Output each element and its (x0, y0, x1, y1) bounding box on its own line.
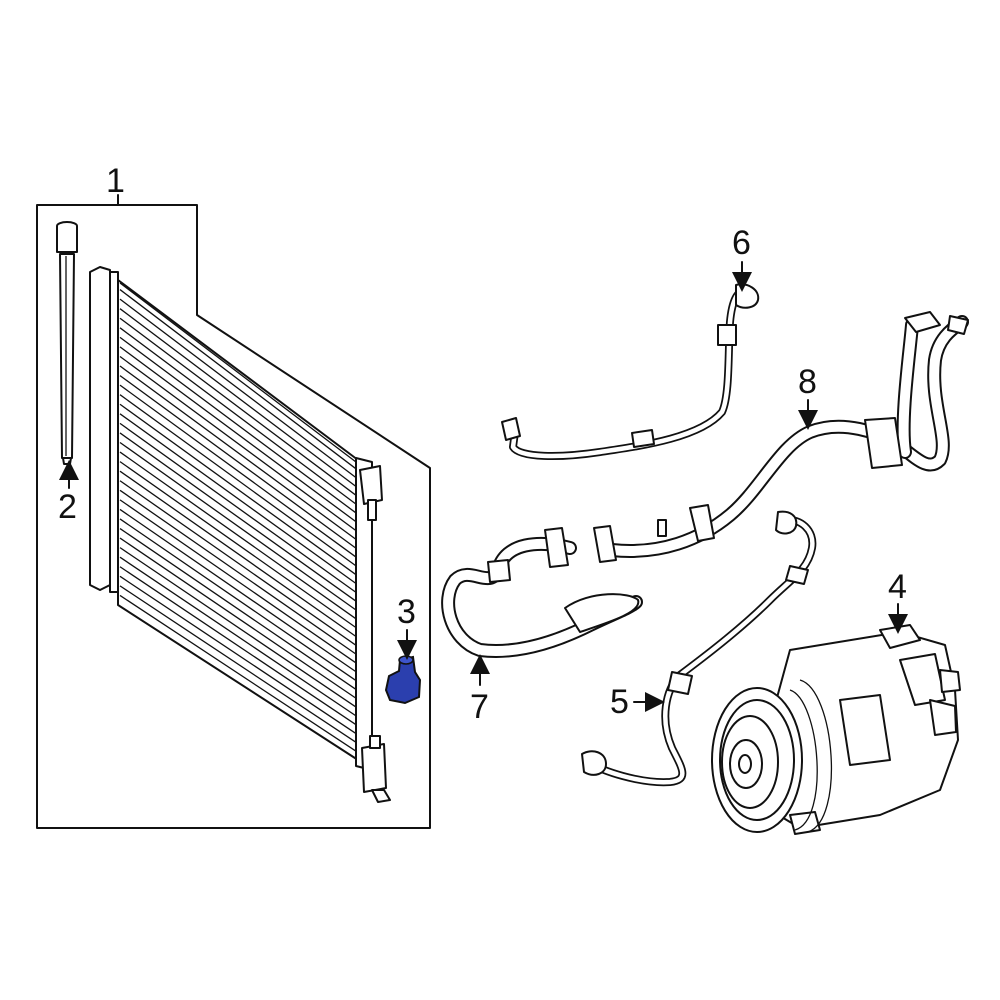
ac-line-7[interactable] (441, 527, 643, 658)
condenser-fin (119, 308, 357, 487)
condenser-fin (119, 451, 357, 620)
condenser-fin (119, 461, 357, 629)
condenser-fin (119, 327, 357, 505)
condenser-fin (119, 365, 357, 540)
condenser-group-frame (36, 204, 431, 829)
condenser-fin (119, 470, 357, 638)
condenser-fin (119, 317, 357, 496)
callout-6: 6 (732, 224, 751, 262)
condenser-fin (119, 575, 357, 735)
condenser-fin (119, 375, 357, 549)
callout-1: 1 (106, 162, 125, 200)
callout-3: 3 (397, 593, 416, 631)
condenser-fin (119, 537, 357, 699)
condenser-fin (119, 594, 357, 752)
condenser-fin (119, 422, 357, 593)
condenser-fin (119, 403, 357, 576)
condenser-fin (119, 499, 357, 664)
condenser-fin (119, 556, 357, 717)
callout-5: 5 (610, 683, 629, 721)
condenser-fin (119, 585, 357, 743)
ac-line-8[interactable] (593, 311, 969, 563)
condenser-fin (119, 508, 357, 673)
condenser-fin (119, 518, 357, 682)
callout-7: 7 (470, 688, 489, 726)
condenser-fin (119, 441, 357, 611)
condenser-fin (119, 394, 357, 567)
ac-line-6[interactable] (501, 283, 760, 460)
ac-compressor[interactable] (711, 624, 961, 835)
callout-8: 8 (798, 363, 817, 401)
pressure-sensor-plug[interactable] (384, 655, 422, 705)
condenser-fin (119, 355, 357, 532)
condenser-fin (119, 298, 357, 479)
ac-line-5[interactable] (581, 510, 817, 787)
condenser-fin (119, 527, 357, 690)
condenser[interactable] (89, 266, 391, 803)
callout-4: 4 (888, 568, 907, 606)
condenser-fin (119, 346, 357, 523)
condenser-fin (119, 384, 357, 558)
condenser-fin (119, 566, 357, 726)
condenser-fin (119, 289, 357, 470)
callout-2: 2 (58, 488, 77, 526)
condenser-fin (119, 336, 357, 514)
receiver-drier-cartridge[interactable] (56, 221, 78, 465)
condenser-fin (119, 413, 357, 585)
condenser-fin (119, 547, 357, 708)
condenser-fin (119, 432, 357, 602)
condenser-fin (119, 480, 357, 646)
condenser-fin (119, 489, 357, 655)
